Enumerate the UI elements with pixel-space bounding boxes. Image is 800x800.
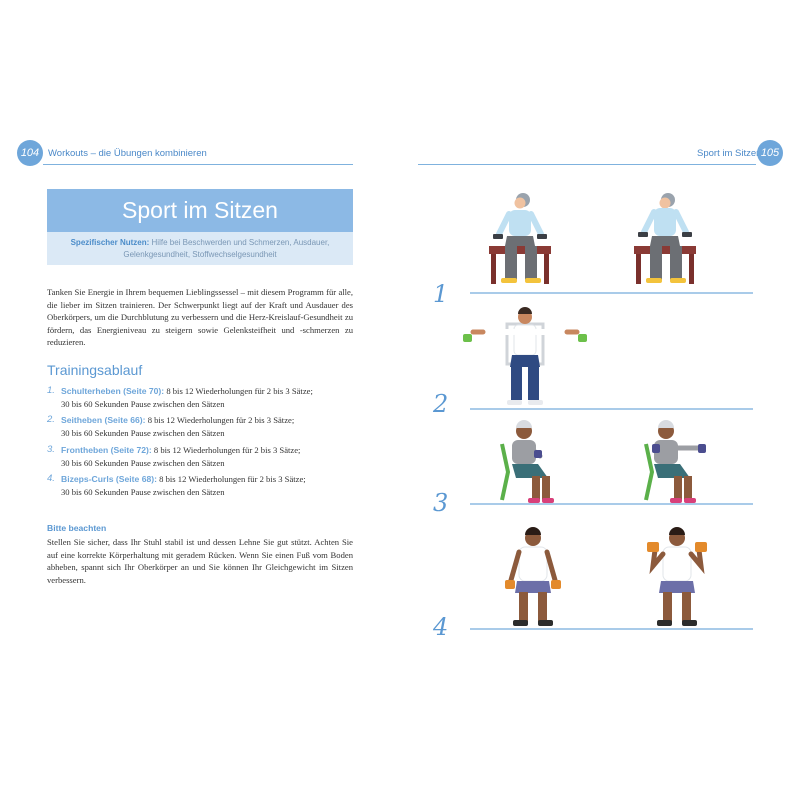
step-line1: 8 bis 12 Wiederholungen für 2 bis 3 Sätz…	[147, 415, 295, 425]
step-line2: 30 bis 60 Sekunden Pause zwischen den Sä…	[61, 457, 225, 468]
seated-woman-dumbbells-figure	[634, 193, 696, 284]
right-running-head: Sport im Sitzen	[697, 148, 762, 159]
step-line1: 8 bis 12 Wiederholungen für 2 bis 3 Sätz…	[159, 474, 306, 484]
step-number: 3.	[47, 444, 55, 455]
seated-man-biceps-curl-figure	[505, 527, 561, 626]
floor-line	[470, 408, 753, 410]
step-number: 1.	[47, 385, 55, 396]
subtitle-box	[47, 232, 353, 265]
floor-line	[470, 292, 753, 294]
seated-man-front-raise-figure	[644, 420, 706, 503]
floor-line	[470, 628, 753, 630]
right-page-number: 105	[757, 140, 783, 166]
row-number: 4	[433, 613, 449, 641]
step-number: 4.	[47, 473, 55, 484]
row-number: 2	[433, 390, 449, 418]
subtitle-line2: Gelenkgesundheit, Stoffwechselgesundheit	[123, 250, 277, 259]
row-number: 3	[433, 489, 449, 517]
exercise-link[interactable]: Seitheben (Seite 66):	[61, 415, 146, 425]
step-line2: 30 bis 60 Sekunden Pause zwischen den Sä…	[61, 427, 225, 438]
note-heading: Bitte beachten	[47, 523, 107, 533]
right-header-rule	[418, 164, 756, 165]
step-line2: 30 bis 60 Sekunden Pause zwischen den Sä…	[61, 486, 225, 497]
subtitle-line1: Hilfe bei Beschwerden und Schmerzen, Aus…	[151, 238, 330, 247]
seated-woman-dumbbells-figure	[489, 193, 551, 284]
subtitle-text: Spezifischer Nutzen: Hilfe bei Beschwerd…	[57, 237, 343, 261]
seated-man-lateral-raise-figure	[463, 307, 587, 405]
floor-line	[470, 503, 753, 505]
training-heading: Trainingsablauf	[47, 362, 143, 378]
exercise-link[interactable]: Bizeps-Curls (Seite 68):	[61, 474, 157, 484]
title-box	[47, 189, 353, 232]
row-number: 1	[433, 280, 449, 308]
subtitle-label: Spezifischer Nutzen:	[70, 238, 150, 247]
seated-man-biceps-curl-figure	[647, 527, 707, 626]
note-paragraph: Stellen Sie sicher, dass Ihr Stuhl stabi…	[47, 537, 353, 585]
page-title: Sport im Sitzen	[122, 197, 278, 223]
intro-paragraph: Tanken Sie Energie in Ihrem bequemen Lie…	[47, 287, 353, 347]
seated-man-front-raise-figure	[500, 420, 554, 503]
left-page-number: 104	[17, 140, 43, 166]
step-line1: 8 bis 12 Wiederholungen für 2 bis 3 Sätz…	[153, 445, 301, 455]
exercise-link[interactable]: Frontheben (Seite 72):	[61, 445, 152, 455]
left-running-head: Workouts – die Übungen kombinieren	[48, 148, 207, 159]
left-header-rule	[43, 164, 353, 165]
step-line1: 8 bis 12 Wiederholungen für 2 bis 3 Sätz…	[166, 386, 313, 396]
exercise-link[interactable]: Schulterheben (Seite 70):	[61, 386, 165, 396]
step-number: 2.	[47, 414, 55, 425]
step-line2: 30 bis 60 Sekunden Pause zwischen den Sä…	[61, 398, 225, 409]
